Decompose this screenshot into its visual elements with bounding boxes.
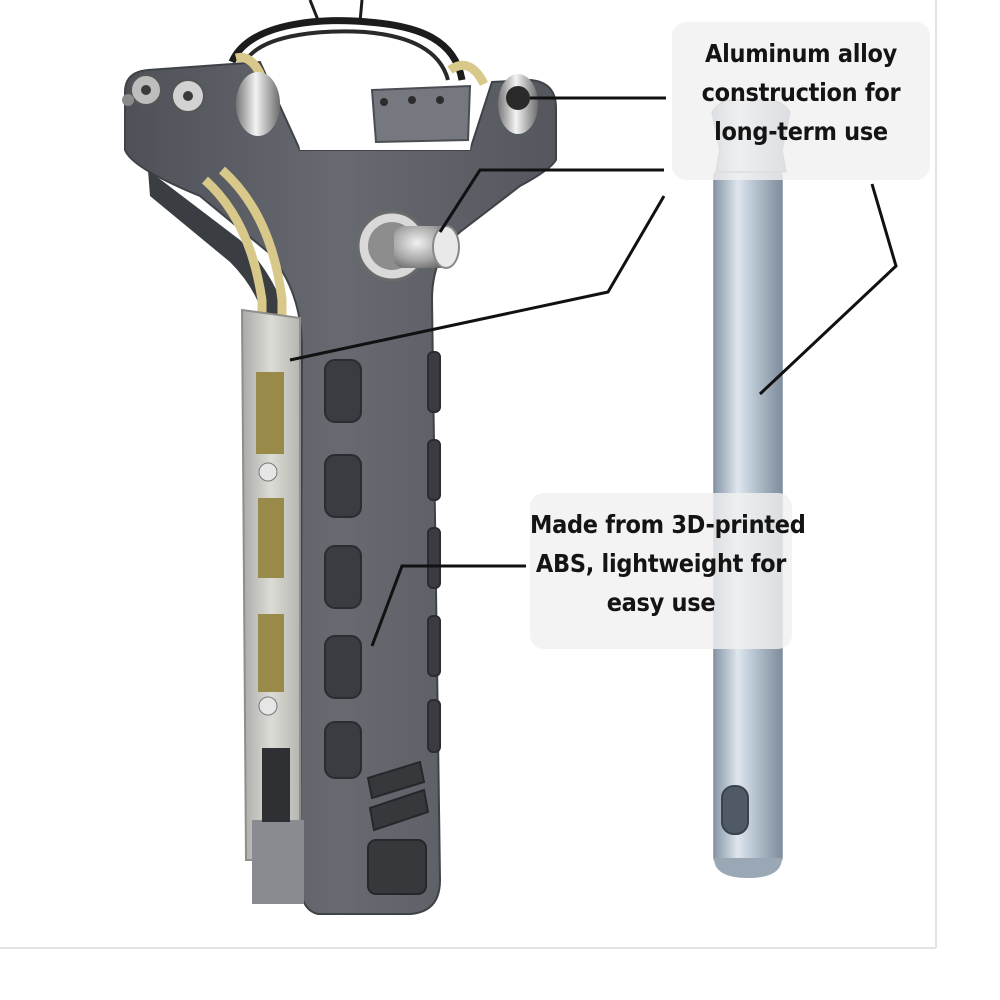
callout-line: Aluminum alloy (704, 39, 898, 68)
abs-material-callout: Made from 3D-printed ABS, lightweight fo… (530, 493, 806, 649)
callout-line: ABS, lightweight for (535, 549, 787, 578)
callout-line: easy use (606, 588, 716, 617)
callout-line: Made from 3D-printed (530, 510, 806, 539)
callout-line: long-term use (714, 117, 888, 146)
cord-loop (228, 17, 466, 81)
center-knob (356, 210, 460, 282)
steel-side-plate (240, 308, 304, 904)
aluminum-alloy-callout: Aluminum alloy construction for long-ter… (672, 22, 930, 180)
top-rollers (122, 72, 538, 136)
aluminum-rod (711, 99, 791, 878)
leader-lines (289, 96, 898, 647)
grip-texture (366, 760, 430, 895)
rubber-bands (201, 52, 489, 830)
callout-line: construction for (701, 78, 901, 107)
grip-holes (324, 351, 441, 779)
background-frame (0, 0, 937, 949)
